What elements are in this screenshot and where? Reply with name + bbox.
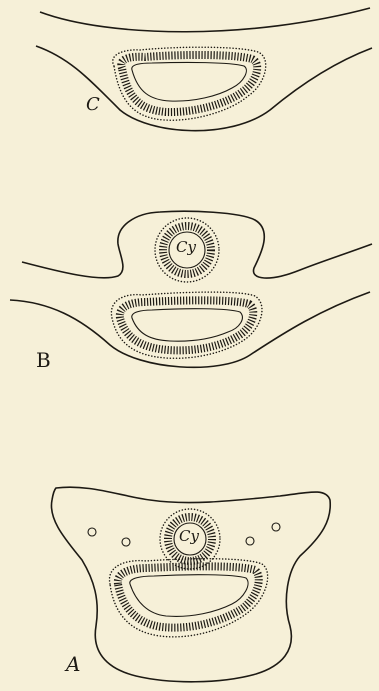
figure-b-label: B (36, 350, 51, 370)
figure-b (10, 211, 372, 367)
figure-c-label: C (86, 96, 100, 114)
figure-a-pore (88, 528, 96, 536)
figure-c-upper-outline (40, 8, 370, 32)
figure-b-canal-epithelium (120, 300, 253, 350)
figure-c-canal-lumen (132, 62, 247, 101)
figure-a-tube-label: Cy (179, 529, 199, 544)
figure-b-upper-outline (22, 211, 372, 278)
figure-c-lower-outline (36, 46, 372, 131)
figure-a-canal-epithelium (118, 566, 259, 627)
figure-a-outline (51, 487, 330, 682)
figure-a-pore (122, 538, 130, 546)
figure-b-tube-label: Cy (176, 240, 196, 255)
figure-a-pore (246, 537, 254, 545)
figure-a-canal-lumen (130, 575, 248, 617)
figure-b-canal-lumen (132, 309, 243, 341)
figure-a-label: A (66, 654, 80, 674)
figure-a-pore (272, 523, 280, 531)
figure-a (51, 487, 330, 682)
